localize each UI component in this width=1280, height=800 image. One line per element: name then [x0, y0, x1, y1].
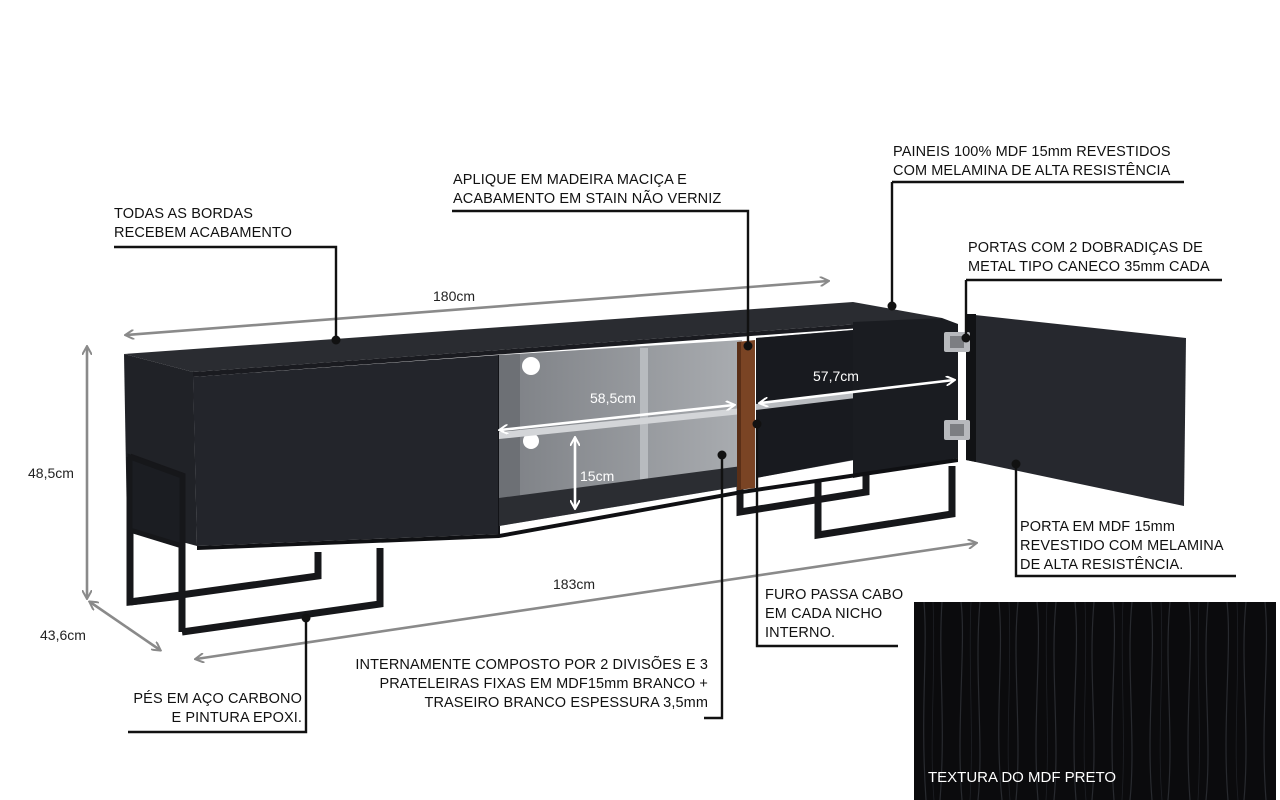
wood-accent: [737, 340, 755, 490]
back-legs: [736, 466, 956, 540]
cable-hole: [523, 433, 539, 449]
texture-swatch: TEXTURA DO MDF PRETO: [914, 602, 1276, 800]
callout-porta-mdf: PORTA EM MDF 15mm REVESTIDO COM MELAMINA…: [1020, 519, 1224, 573]
texture-caption: TEXTURA DO MDF PRETO: [928, 769, 1117, 786]
interior-dimension-arrows: [500, 380, 954, 508]
dimension-niche-height: 15cm: [580, 468, 615, 484]
callout-pes: PÉS EM AÇO CARBONO E PINTURA EPOXI.: [133, 691, 302, 726]
left-door: [193, 355, 499, 546]
callout-interno: INTERNAMENTE COMPOSTO POR 2 DIVISÕES E 3…: [355, 657, 708, 711]
callout-bordas: TODAS AS BORDAS RECEBEM ACABAMENTO: [114, 206, 292, 241]
dimension-niche-right: 57,7cm: [813, 368, 859, 384]
callout-paineis: PAINEIS 100% MDF 15mm REVESTIDOS COM MEL…: [893, 144, 1171, 179]
wood-grain-texture: [923, 602, 1268, 800]
callout-aplique: APLIQUE EM MADEIRA MACIÇA E ACABAMENTO E…: [453, 172, 722, 207]
cable-hole: [522, 357, 540, 375]
right-cabinet: [853, 318, 958, 478]
leader-dots: [301, 301, 1021, 623]
dimension-height: 48,5cm: [28, 465, 74, 481]
callout-furo: FURO PASSA CABO EM CADA NICHO INTERNO.: [765, 587, 904, 641]
dimension-depth: 43,6cm: [40, 627, 86, 643]
callout-portas: PORTAS COM 2 DOBRADIÇAS DE METAL TIPO CA…: [968, 240, 1210, 275]
dimension-arrows: [87, 281, 976, 659]
hinge: [944, 420, 970, 440]
dimension-width-top: 180cm: [433, 288, 476, 304]
dimension-width-base: 183cm: [553, 576, 596, 592]
leader-lines: [114, 180, 1236, 734]
open-right-door: [966, 314, 1186, 506]
dimension-niche-left: 58,5cm: [590, 390, 636, 406]
